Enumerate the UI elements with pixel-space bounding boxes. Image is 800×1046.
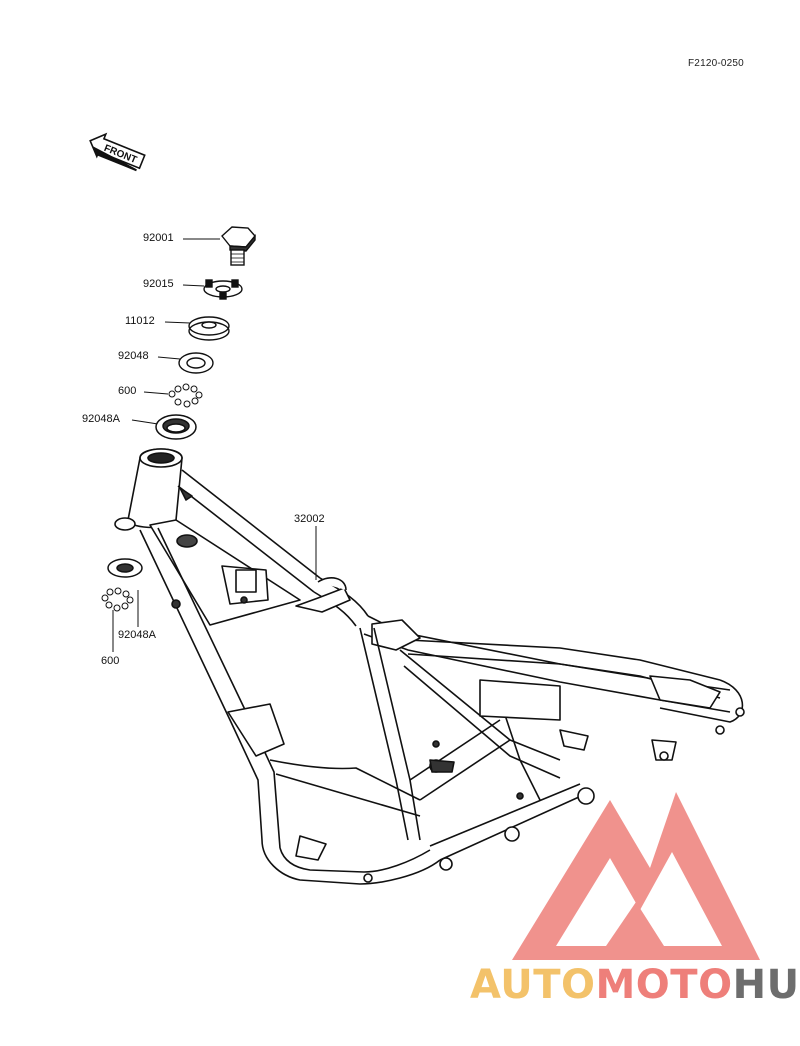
race-92048A-upper [155, 414, 197, 440]
part-label-11012: 11012 [125, 315, 155, 327]
watermark-hub: HUB [732, 962, 800, 1008]
ball-bearings-600-lower [101, 587, 134, 612]
frame-32002 [114, 448, 745, 885]
race-92048A-lower [107, 558, 143, 578]
watermark-auto: AUTO [470, 962, 596, 1008]
washer-11012 [188, 316, 230, 341]
part-label-92048A-upper: 92048A [82, 413, 120, 425]
watermark-text: AUTOMOTOHUB [470, 962, 800, 1008]
lock-washer-92015 [203, 279, 243, 300]
watermark-logo [512, 792, 760, 960]
watermark-moto: MOTO [595, 962, 733, 1008]
front-arrow-icon: FRONT [89, 132, 146, 172]
ball-bearings-600-upper [168, 383, 203, 408]
figure-code: F2120-0250 [688, 58, 744, 69]
part-label-32002: 32002 [294, 513, 325, 525]
part-label-600-upper: 600 [118, 385, 137, 397]
bolt-92001 [221, 226, 256, 266]
part-label-92001: 92001 [143, 232, 174, 244]
part-label-92015: 92015 [143, 278, 174, 290]
part-label-92048: 92048 [118, 350, 149, 362]
part-label-600-lower: 600 [101, 655, 120, 667]
leader-lines [112, 238, 317, 652]
part-label-92048A-lower: 92048A [118, 629, 156, 641]
race-92048 [178, 352, 214, 374]
